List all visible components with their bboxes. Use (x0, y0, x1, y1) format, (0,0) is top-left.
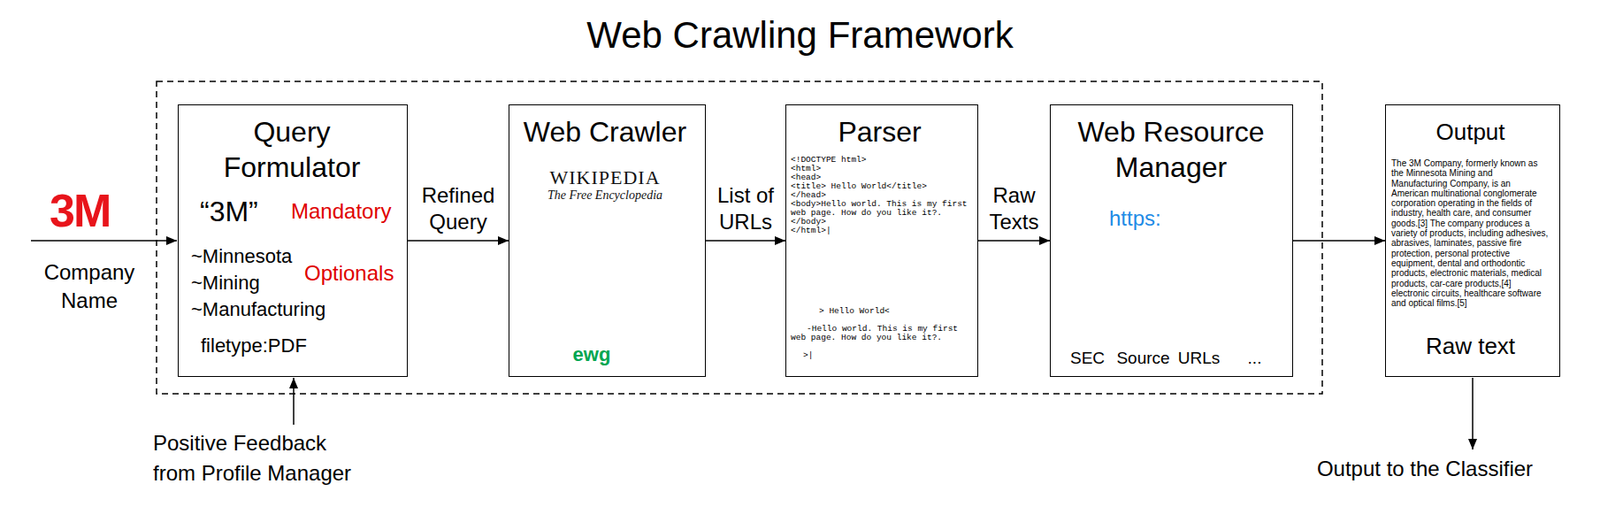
logo-text-holder: The Free Encyclopedia (534, 188, 676, 203)
code-line: </head> (790, 191, 972, 200)
code-line-holder: </html>| (790, 226, 972, 236)
input-arrow (30, 239, 177, 242)
code-line: > Hello World< (819, 306, 890, 316)
input-label-holder: Company Name (31, 258, 147, 315)
input-label: Company Name (31, 258, 147, 315)
tag-label: Mandatory (290, 199, 391, 224)
process-box: OutputThe 3M Company, formerly known as … (1385, 104, 1561, 377)
url-text-holder: https: (1109, 205, 1162, 232)
process-box: Parser <!DOCTYPE html><html><head><title>… (785, 104, 979, 377)
code-line: >| (803, 351, 813, 360)
code-line-holder: <body>Hello world. This is my first web … (790, 199, 972, 218)
box-caption: Raw text (1385, 331, 1555, 360)
flow-arrow (407, 239, 509, 242)
output-paragraph: The 3M Company, formerly known as the Mi… (1391, 158, 1550, 308)
code-line-holder: -Hello world. This is my first web page.… (790, 324, 972, 343)
logo-text-holder: ewg (565, 344, 619, 366)
diagram-title: Web Crawling Framework (0, 12, 1600, 59)
edge-label: List of URLs (709, 182, 782, 236)
code-line-holder: <!DOCTYPE html> (790, 155, 972, 165)
logo-text: The Free Encyclopedia (534, 188, 676, 203)
flow-arrow (1293, 239, 1386, 242)
feedback-label-holder: Positive Feedback from Profile Manager (153, 428, 366, 489)
code-line-holder: <title> Hello World</title> (790, 182, 972, 192)
folder-label: ... (1227, 348, 1283, 368)
logo-text-holder: WIKIPEDIA (534, 167, 676, 189)
diagram-title-holder: Web Crawling Framework (0, 12, 1600, 59)
box-title: Output (1385, 117, 1555, 146)
process-box: Web CrawlerWIKIPEDIAThe Free Encyclopedi… (508, 104, 706, 377)
box-title-holder: Output (1385, 117, 1555, 146)
code-line-holder: </body> (790, 217, 972, 227)
feedback-label: Positive Feedback from Profile Manager (153, 428, 366, 489)
folder-label-holder: ... (1227, 348, 1283, 368)
folder-label: URLs (1171, 348, 1227, 368)
logo-text: WIKIPEDIA (534, 167, 676, 189)
output-label: Output to the Classifier (1309, 454, 1540, 483)
output-label-holder: Output to the Classifier (1309, 454, 1540, 483)
code-line: </html>| (790, 226, 972, 236)
box-caption-holder: Raw text (1385, 331, 1555, 360)
box-title: Query Formulator (203, 114, 381, 185)
process-box: Web Resource Manager https: SECSourceURLs.… (1049, 104, 1294, 377)
code-line: <html> (790, 164, 972, 174)
output-paragraph-holder: The 3M Company, formerly known as the Mi… (1391, 158, 1550, 308)
folder-label-holder: Source (1116, 348, 1172, 368)
folder-label: Source (1116, 348, 1172, 368)
edge-label-holder: Raw Texts (981, 182, 1047, 236)
code-line-holder: <head> (790, 173, 972, 183)
output-arrow (1471, 377, 1474, 450)
feedback-arrow (292, 377, 295, 425)
code-line: </body> (790, 217, 972, 227)
folder-label-holder: URLs (1171, 348, 1227, 368)
code-line: <!DOCTYPE html> (790, 155, 972, 165)
company-logo: 3M (49, 185, 110, 236)
framework-frame (156, 81, 1323, 394)
logo-text: ewg (565, 344, 619, 366)
code-line: -Hello world. This is my first web page.… (790, 324, 972, 343)
flow-arrow (978, 239, 1050, 242)
tag-label-holder: Mandatory (290, 199, 391, 224)
box-title-holder: Query Formulator (203, 114, 381, 185)
box-title-holder: Web Crawler (509, 114, 701, 150)
box-title-holder: Web Resource Manager (1064, 114, 1278, 185)
query-term: “3M” (199, 193, 259, 230)
query-filter-holder: filetype:PDF (200, 333, 307, 359)
code-line-holder: </head> (790, 191, 972, 200)
code-line-holder: > Hello World< (819, 306, 890, 316)
folder-label: SEC (1060, 348, 1116, 368)
code-line: <body>Hello world. This is my first web … (790, 199, 972, 218)
code-line: <head> (790, 173, 972, 183)
query-filter: filetype:PDF (200, 333, 307, 359)
code-line-holder: >| (803, 351, 813, 360)
edge-label: Refined Query (411, 182, 506, 236)
box-title: Parser (786, 114, 973, 150)
edge-label-holder: Refined Query (411, 182, 506, 236)
company-logo-holder: 3M (49, 185, 110, 236)
box-title: Web Crawler (509, 114, 701, 150)
url-text: https: (1109, 205, 1162, 232)
query-term-holder: “3M” (199, 193, 259, 230)
folder-label-holder: SEC (1060, 348, 1116, 368)
code-line: <title> Hello World</title> (790, 182, 972, 192)
code-line-holder: <html> (790, 164, 972, 174)
box-title: Web Resource Manager (1064, 114, 1278, 185)
edge-label: Raw Texts (981, 182, 1047, 236)
edge-label-holder: List of URLs (709, 182, 782, 236)
flow-arrow (705, 239, 786, 242)
tag-label: Optionals (304, 260, 394, 286)
tag-label-holder: Optionals (304, 260, 394, 286)
process-box: Query Formulator“3M”Mandatory~Minnesota … (177, 104, 408, 377)
box-title-holder: Parser (786, 114, 973, 150)
